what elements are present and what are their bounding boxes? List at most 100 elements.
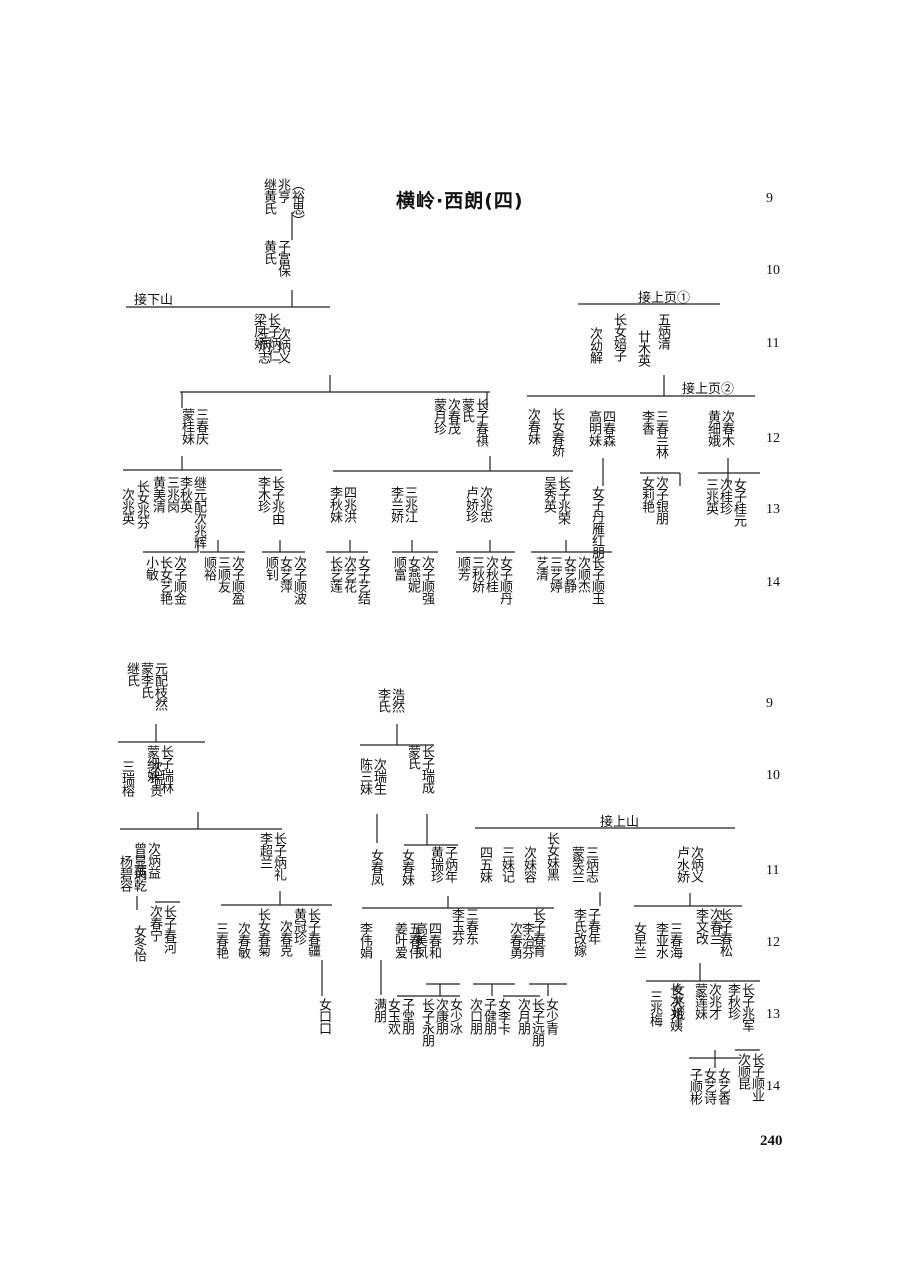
person-entry: 女李卡子健朋次口朋 — [467, 998, 510, 1034]
person-entry: 次兆才蒙莲妹 — [692, 983, 721, 1019]
person-entry: 三兆梅 — [647, 990, 662, 1026]
person-entry: 次瑞生陈三妹 — [357, 758, 386, 794]
name-column: 三妹记 — [499, 846, 514, 882]
name-column: 三炳志 — [583, 846, 598, 882]
name-column: 次子顺强 — [419, 556, 434, 604]
name-column: 李秋珍 — [725, 983, 740, 1019]
person-entry: 三炳乾杨碧容 — [117, 855, 146, 891]
name-column: 女春妹 — [399, 849, 414, 885]
name-column: （裕思） — [289, 178, 304, 226]
name-column: 长子顺业 — [749, 1053, 764, 1101]
person-entry: 三炳志 — [255, 327, 270, 363]
name-column: 次艺花 — [341, 556, 356, 592]
person-entry: 次子顺金长女艺艳小敏 — [143, 556, 186, 604]
person-entry: 次春勇 — [507, 922, 522, 958]
generation-label: 11 — [766, 336, 780, 351]
name-column: 继黄氏 — [261, 178, 276, 214]
name-column: 次炳义 — [275, 327, 290, 363]
name-column: 次子顺金 — [171, 556, 186, 604]
name-column: 顺富 — [391, 556, 406, 580]
name-column: 卢娇珍 — [463, 486, 478, 522]
name-column: 次炳益 — [145, 842, 160, 878]
person-entry: 女艺香女艺诗子顺彬 — [687, 1068, 730, 1104]
name-column: 浩然 — [389, 688, 404, 712]
name-column: 次兆英 — [119, 488, 134, 524]
person-entry: 长子春松 — [717, 908, 732, 956]
person-entry: 长子春疆黄冠珍 — [291, 908, 320, 956]
person-entry: 次炳义卢水娇 — [674, 846, 703, 882]
name-column: 女少冰 — [447, 998, 462, 1034]
name-column: 李氏改嫁 — [571, 908, 586, 956]
person-entry: 女子桂元次桂珍三兆英 — [703, 478, 746, 526]
name-column: 长女婄子 — [611, 313, 626, 361]
name-column: 元配枝然 — [152, 662, 167, 710]
name-column: 次幼解 — [587, 327, 602, 363]
person-entry: 女少青长子远朋次月朋 — [515, 998, 558, 1046]
person-entry: 长子兆由李木珍 — [255, 476, 284, 524]
name-column: 女少青 — [543, 998, 558, 1034]
name-column: 女兆娥 — [669, 983, 684, 1019]
person-entry: 次春兰李文改 — [693, 908, 722, 944]
person-entry: 次兆忠卢娇珍 — [463, 486, 492, 522]
generation-label: 13 — [766, 502, 780, 517]
link-label: 接上页② — [682, 382, 735, 397]
person-entry: 次子顺盈三顺友顺裕 — [201, 556, 244, 604]
name-column: 长女艺艳 — [157, 556, 172, 604]
name-column: 子健朋 — [481, 998, 496, 1034]
person-entry: 长女兆芬 — [134, 480, 149, 528]
name-column: 次春勇 — [507, 922, 522, 958]
name-column: 次妹容 — [521, 846, 536, 882]
name-column: 次春敏 — [235, 922, 250, 958]
person-entry: 长子炳仁梁凤娇 — [251, 313, 280, 361]
person-entry: 三春庆蒙桂妹 — [179, 408, 208, 444]
name-column: 三炳志 — [255, 327, 270, 363]
name-column: 女子顺丹 — [497, 556, 512, 604]
name-column: 女口口 — [316, 998, 331, 1034]
person-entry: 长子顺业次顺昆 — [735, 1053, 764, 1101]
name-column: 蒙莲妹 — [692, 983, 707, 1019]
person-entry: 长子兆荣吴秀英 — [541, 476, 570, 524]
name-column: 三春兰林 — [653, 410, 668, 458]
name-column: 曾显英 — [131, 842, 146, 878]
name-column: 长子春疆 — [305, 908, 320, 956]
person-entry: 子富保黄氏 — [261, 240, 290, 276]
name-column: 长子远朋 — [529, 998, 544, 1046]
person-entry: 女兆娥 — [669, 983, 684, 1019]
person-entry: 长女春菊 — [255, 908, 270, 956]
name-column: 四五妹 — [477, 846, 492, 882]
person-entry: 三兆江李兰娇 — [388, 486, 417, 522]
person-entry: 四春和高美凤 — [412, 922, 441, 958]
person-entry: 女春凤 — [368, 849, 383, 885]
person-entry: 长子春河次春宁 — [147, 905, 176, 953]
person-entry: 次春妹 — [525, 408, 540, 444]
name-column: 四兆洪 — [341, 486, 356, 522]
name-column: 三春艳 — [213, 922, 228, 958]
name-column: 顺裕 — [201, 556, 216, 580]
person-entry: 李伟娟 — [357, 922, 372, 958]
person-entry: 长子瑞林蒙细妹 — [144, 745, 173, 793]
name-column: 廿木英 — [635, 330, 650, 366]
person-entry: 三兆岗黄美清 — [150, 476, 179, 512]
person-entry: 三炳志蒙笑兰 — [569, 846, 598, 882]
name-column: 次顺昆 — [735, 1053, 750, 1089]
person-entry: 三春东李玉芬 — [449, 908, 478, 944]
person-entry: 四兆洪李秋妹 — [327, 486, 356, 522]
name-column: 次月朋 — [515, 998, 530, 1034]
name-column: 长子春祺 — [473, 398, 488, 446]
person-entry: 次炳义 — [275, 327, 290, 363]
name-column: 李文改 — [693, 908, 708, 944]
person-entry: 次妹容 — [521, 846, 536, 882]
name-column: 蒙李氏 — [138, 662, 153, 698]
person-entry: 三春艳 — [213, 922, 228, 958]
name-column: 李伟娟 — [357, 922, 372, 958]
person-entry: 四春森高明妹 — [586, 410, 615, 446]
name-column: 女冬怡 — [131, 925, 146, 961]
name-column: 继氏 — [124, 662, 139, 686]
name-column: 女子艺结 — [355, 556, 370, 604]
name-column: 子富保 — [275, 240, 290, 276]
name-column: 蒙笑兰 — [569, 846, 584, 882]
link-label: 接上页① — [638, 291, 691, 306]
person-entry: 廿木英 — [635, 330, 650, 366]
name-column: 三顺友 — [215, 556, 230, 592]
